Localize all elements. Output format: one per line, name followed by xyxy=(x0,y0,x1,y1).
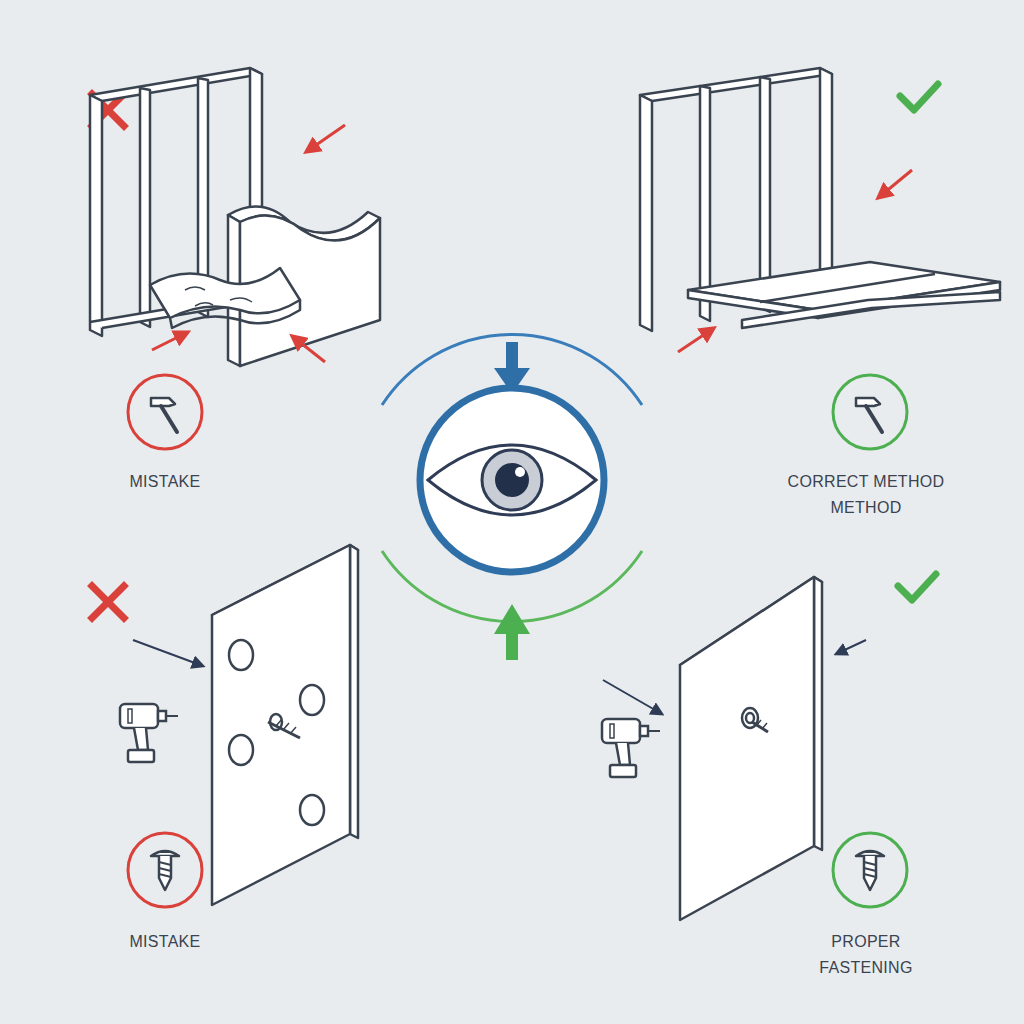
pointer-arrow xyxy=(152,125,345,362)
warped-panel xyxy=(150,206,380,366)
drywall-panel xyxy=(680,577,822,920)
caption-label: PROPER FASTENING xyxy=(801,929,931,981)
check-mark xyxy=(898,574,936,600)
pointer-arrow xyxy=(836,640,866,654)
inspection-eye xyxy=(382,334,642,660)
cross-mark xyxy=(92,586,124,618)
check-mark xyxy=(900,84,938,110)
flat-panel xyxy=(688,262,1000,328)
drywall-panel xyxy=(212,545,358,905)
status-circle xyxy=(128,833,202,907)
caption-label: MISTAKE xyxy=(75,469,255,495)
status-circle xyxy=(833,833,907,907)
pointer-arrow xyxy=(678,170,912,352)
pointer-arrow xyxy=(133,640,203,666)
caption-label: MISTAKE xyxy=(75,929,255,955)
pointer-arrow xyxy=(603,680,662,714)
status-circle xyxy=(833,375,907,449)
caption-label: CORRECT METHOD METHOD xyxy=(780,469,952,521)
status-circle xyxy=(128,375,202,449)
